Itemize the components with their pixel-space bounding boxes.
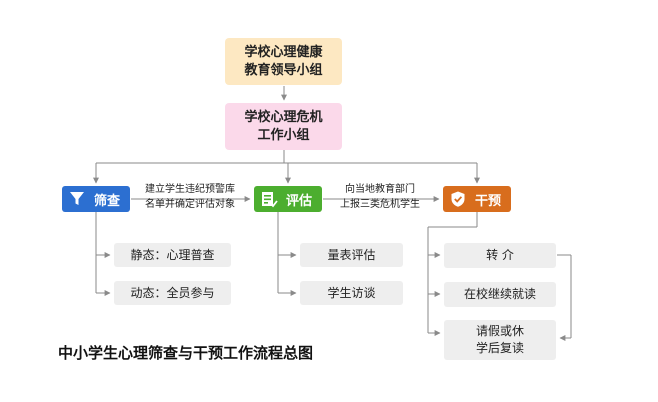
intervention-item-leave-line2: 学后复读 [475, 341, 524, 355]
evaluation-item-interview-label: 学生访谈 [327, 285, 376, 300]
screening-item-dynamic: 动态：全员参与 [114, 281, 231, 305]
mid-node-line1: 学校心理危机 [244, 109, 323, 125]
intervention-item-referral: 转 介 [444, 243, 556, 268]
intervention-item-referral-line1: 转 介 [486, 248, 514, 262]
note-eval-to-interv-line2: 上报三类危机学生 [340, 199, 420, 210]
screening-item-static-label: 静态：心理普查 [130, 247, 215, 262]
top-node-line1: 学校心理健康 [244, 44, 323, 60]
leadership-group-node: 学校心理健康 教育领导小组 [225, 38, 342, 85]
stage-screening: 筛查 [62, 186, 130, 212]
intervention-item-leave: 请假或休 学后复读 [444, 320, 556, 360]
note-eval-to-interv-line1: 向当地教育部门 [345, 184, 415, 195]
mid-node-line2: 工作小组 [257, 127, 310, 143]
intervention-item-leave-line1: 请假或休 [475, 324, 524, 338]
evaluation-item-scale-label: 量表评估 [327, 247, 376, 262]
note-screen-to-eval-line1: 建立学生违纪预警库 [145, 184, 235, 195]
stage-intervention: 干预 [443, 186, 511, 212]
note-screen-to-eval-line2: 名单并确定评估对象 [145, 199, 235, 210]
screening-item-dynamic-label: 动态：全员参与 [130, 285, 215, 300]
evaluation-item-scale: 量表评估 [300, 243, 403, 267]
stage-screening-label: 筛查 [94, 193, 121, 209]
evaluation-item-interview: 学生访谈 [300, 281, 403, 305]
top-node-line2: 教育领导小组 [244, 62, 323, 78]
funnel-icon [66, 188, 88, 210]
screening-item-static: 静态：心理普查 [114, 243, 231, 267]
note-screen-to-eval: 建立学生违纪预警库 名单并确定评估对象 [134, 182, 246, 212]
note-eval-to-interv: 向当地教育部门 上报三类危机学生 [327, 182, 433, 212]
intervention-item-continue: 在校继续就读 [444, 282, 556, 307]
checklist-icon [258, 188, 280, 210]
stage-evaluation: 评估 [254, 186, 322, 212]
stage-intervention-label: 干预 [475, 193, 502, 209]
shield-check-icon [447, 188, 469, 210]
intervention-item-continue-line1: 在校继续就读 [463, 287, 536, 301]
diagram-title: 中小学生心理筛查与干预工作流程总图 [58, 344, 314, 362]
crisis-group-node: 学校心理危机 工作小组 [225, 103, 342, 150]
stage-evaluation-label: 评估 [286, 193, 313, 209]
